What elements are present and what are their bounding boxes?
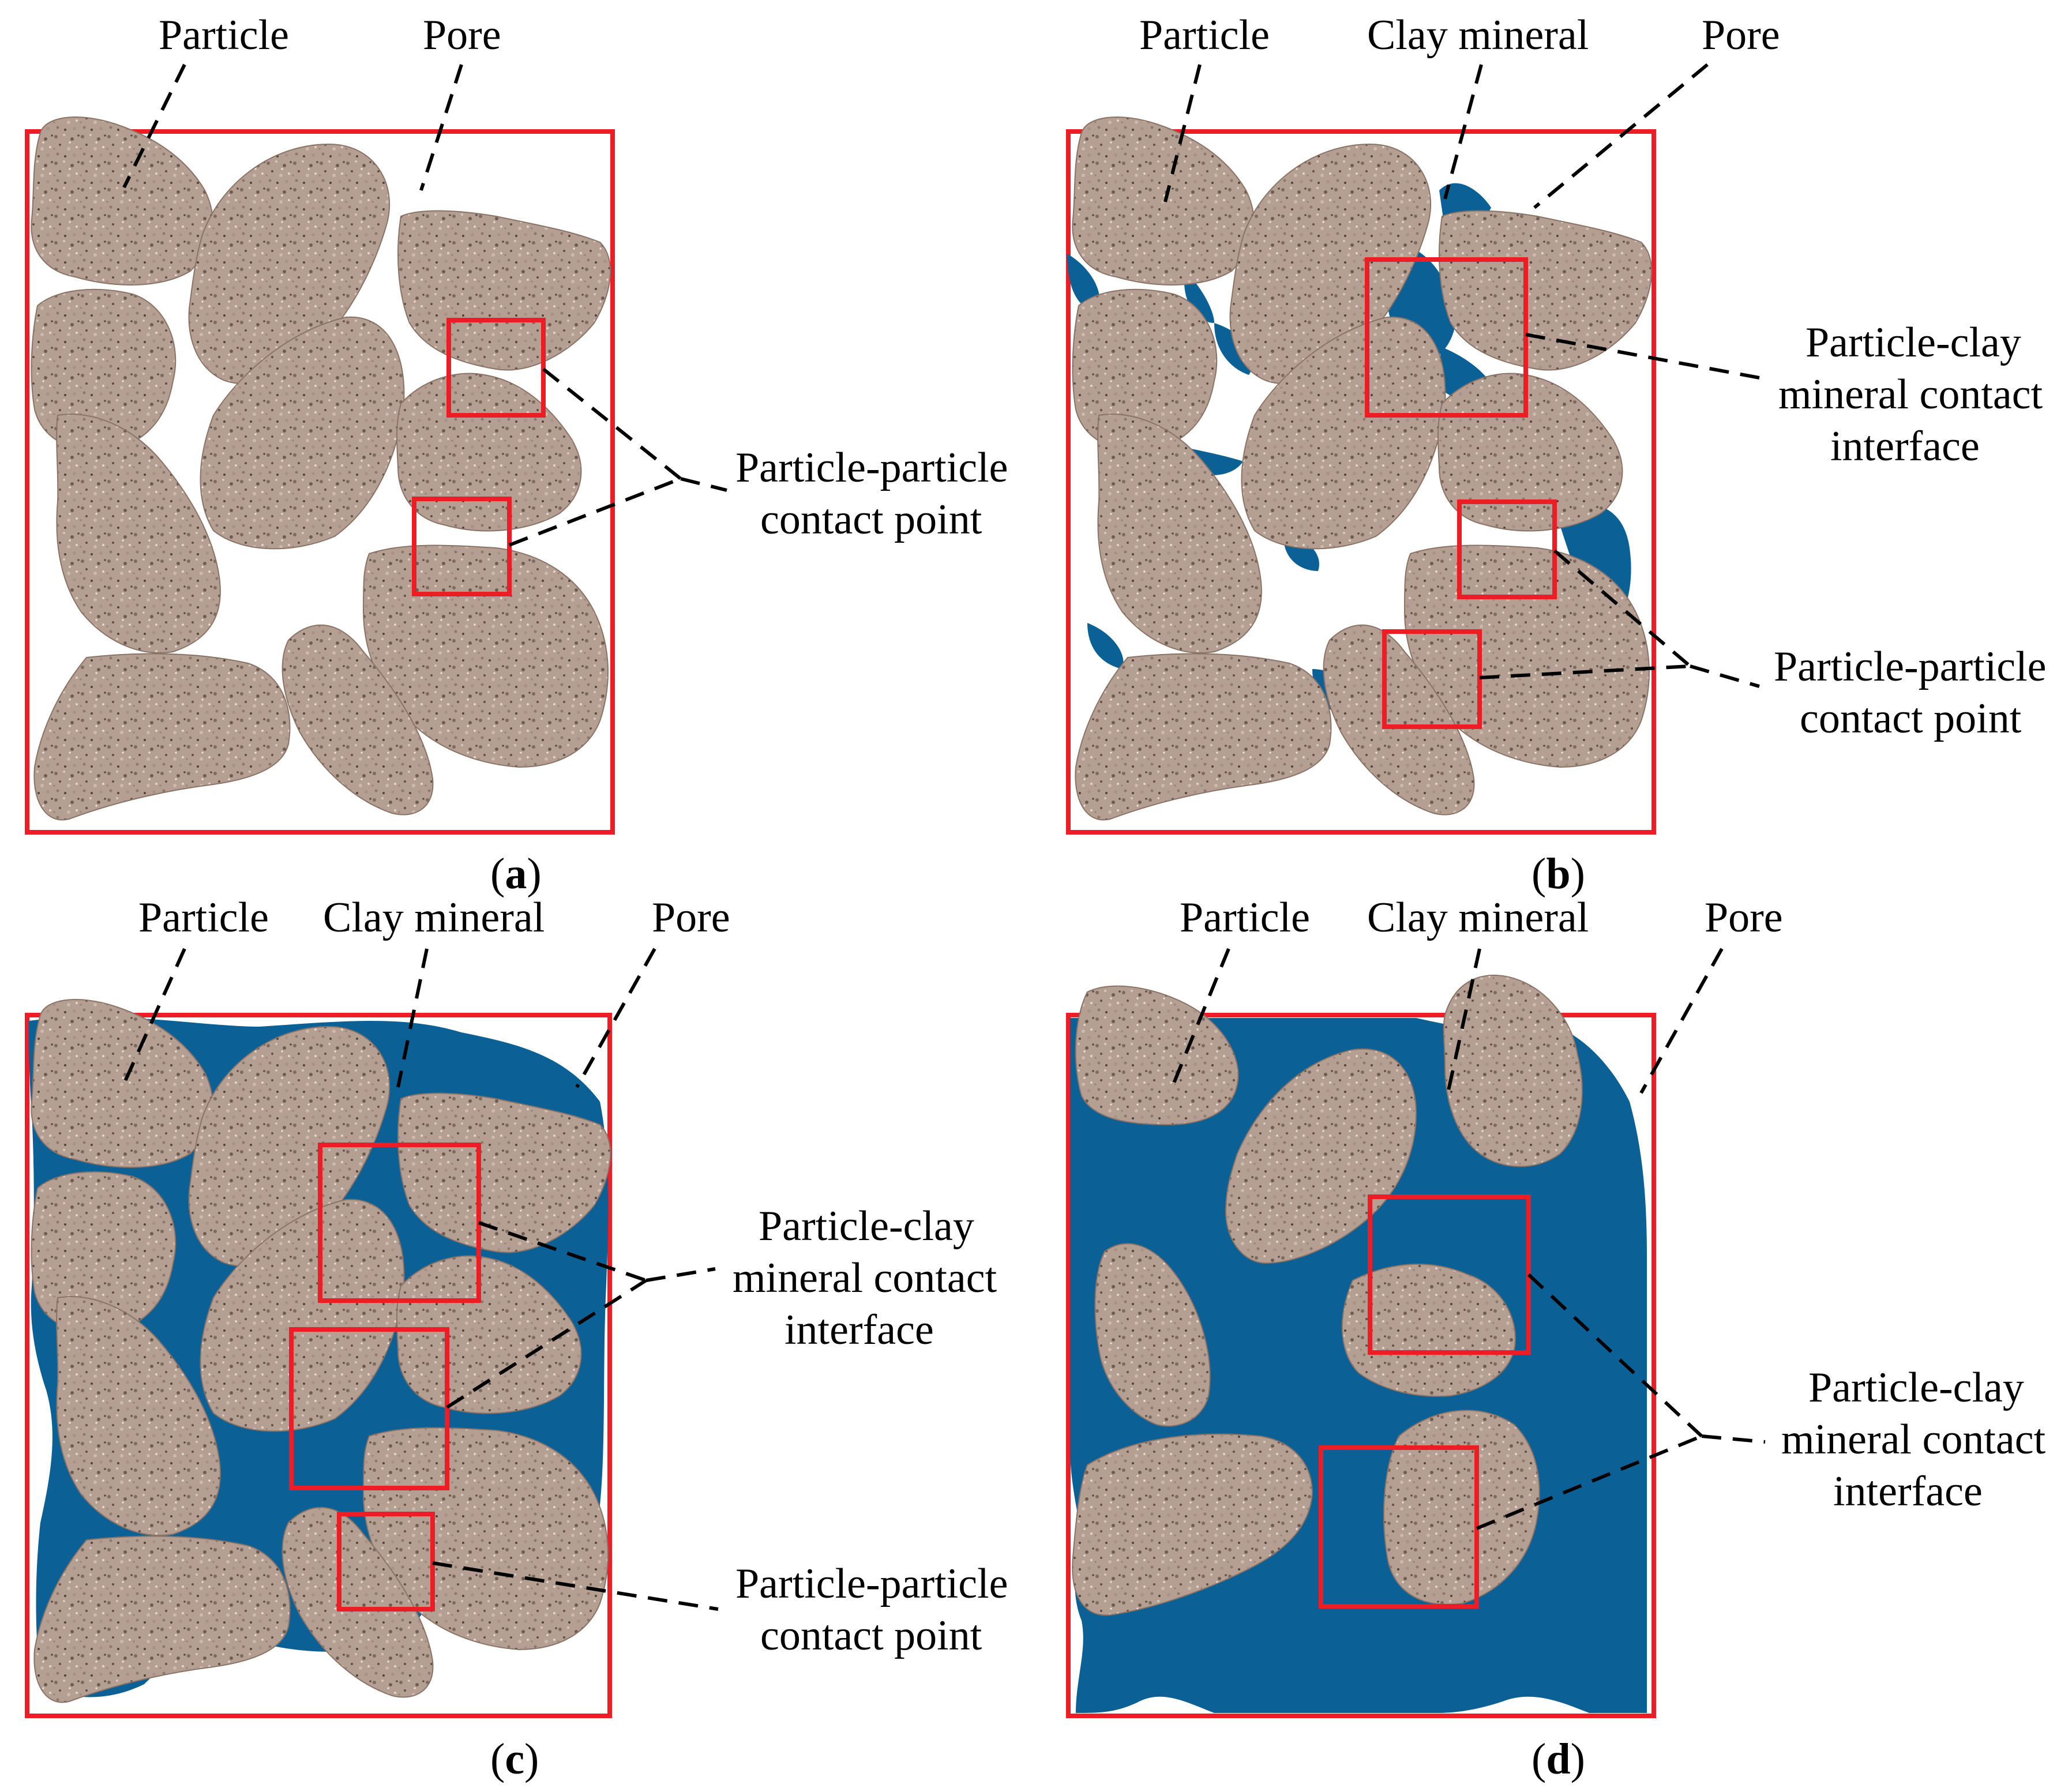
clay-mineral-patch: [1087, 623, 1124, 669]
leader-line: [1702, 1436, 1765, 1442]
panel-d: Particle Clay mineral Pore Particle-clay…: [1068, 894, 2046, 1783]
leader-line: [681, 479, 727, 490]
annotation-particle-particle-contact: Particle-particle: [735, 444, 1008, 491]
particle: [57, 414, 220, 653]
annotation-particle-clay-interface: mineral contact: [1778, 371, 2043, 418]
label-pore: Pore: [1702, 12, 1780, 59]
panel-a-caption: (a): [490, 850, 542, 898]
particle: [1444, 975, 1582, 1167]
particle: [31, 117, 212, 285]
panel-c-caption: (c): [490, 1735, 539, 1783]
particle: [398, 211, 610, 370]
annotation-particle-clay-interface: mineral contact: [1781, 1416, 2046, 1463]
label-pore: Pore: [652, 894, 730, 941]
panel-d-caption: (d): [1532, 1735, 1585, 1783]
panel-b-caption: (b): [1532, 850, 1585, 898]
panel-c: Particle Clay mineral Pore Particle-clay…: [27, 894, 1008, 1783]
annotation-particle-clay-interface: interface: [1830, 423, 1980, 470]
label-clay-mineral: Clay mineral: [1367, 894, 1589, 941]
leader-line: [1534, 65, 1707, 208]
annotation-particle-clay-interface: interface: [784, 1306, 934, 1354]
particle: [1438, 373, 1622, 531]
annotation-particle-particle-contact: contact point: [1800, 695, 2022, 742]
particle: [1439, 211, 1651, 370]
particle: [1075, 653, 1331, 820]
panel-a: Particle Pore Particle-particle contact …: [27, 12, 1008, 898]
label-particle: Particle: [159, 12, 289, 59]
particle: [397, 373, 581, 531]
label-clay-mineral: Clay mineral: [323, 894, 545, 941]
annotation-particle-particle-contact: Particle-particle: [735, 1560, 1008, 1607]
particle: [1098, 414, 1262, 653]
leader-line: [577, 949, 655, 1087]
leader-line: [421, 65, 461, 190]
annotation-particle-clay-interface: Particle-clay: [1806, 319, 2021, 366]
label-pore: Pore: [423, 12, 501, 59]
particle: [34, 1536, 290, 1702]
particle: [1072, 117, 1253, 285]
label-clay-mineral: Clay mineral: [1367, 12, 1589, 59]
label-pore: Pore: [1705, 894, 1783, 941]
particle: [34, 653, 290, 820]
leader-line: [646, 1269, 715, 1280]
annotation-particle-particle-contact: contact point: [760, 1612, 982, 1659]
annotation-particle-clay-interface: Particle-clay: [759, 1203, 974, 1250]
panel-b: Particle Clay mineral Pore Particle-clay…: [1067, 12, 2047, 898]
annotation-particle-particle-contact: contact point: [760, 496, 982, 543]
annotation-particle-clay-interface: interface: [1833, 1468, 1983, 1515]
label-particle: Particle: [138, 894, 269, 941]
annotation-particle-clay-interface: Particle-clay: [1808, 1364, 2024, 1411]
annotation-particle-clay-interface: mineral contact: [733, 1254, 997, 1302]
particle: [1076, 986, 1238, 1125]
annotation-particle-particle-contact: Particle-particle: [1774, 643, 2047, 690]
label-particle: Particle: [1139, 12, 1270, 59]
label-particle: Particle: [1180, 894, 1310, 941]
leader-line: [1690, 666, 1759, 686]
